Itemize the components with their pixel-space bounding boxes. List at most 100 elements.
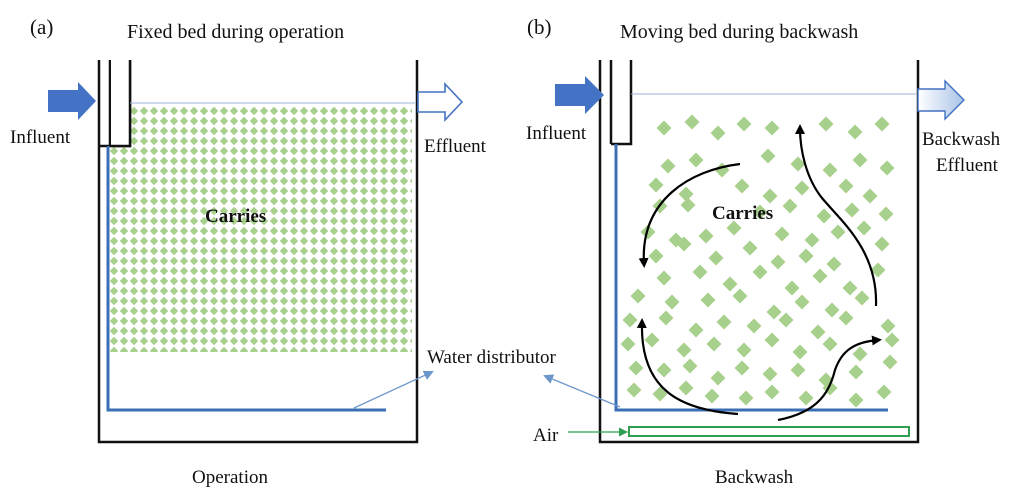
carrier-particle: [658, 310, 674, 326]
carrier-particle: [764, 332, 780, 348]
carrier-particle: [676, 342, 692, 358]
carrier-particle: [876, 384, 892, 400]
carrier-particle: [852, 346, 868, 362]
carrier-particle: [770, 254, 786, 270]
effluent-label-a: Effluent: [424, 136, 487, 157]
carrier-particle: [678, 186, 694, 202]
carrier-particle: [847, 124, 863, 140]
carrier-particle: [678, 380, 694, 396]
carrier-particle: [692, 264, 708, 280]
distributor-leader-b: [543, 374, 621, 408]
carrier-particle: [682, 358, 698, 374]
carrier-particle: [762, 366, 778, 382]
carrier-particle: [628, 360, 644, 376]
carrier-particle: [742, 240, 758, 256]
carrier-particle: [652, 386, 668, 402]
carrier-particle: [722, 276, 738, 292]
carrier-particle: [726, 220, 742, 236]
carrier-particle: [848, 364, 864, 380]
water-distributor-b: [614, 144, 888, 412]
panel-a-tag: (a): [30, 15, 53, 39]
air-pipe: [628, 426, 910, 437]
carrier-particle: [700, 292, 716, 308]
carrier-particle: [676, 236, 692, 252]
carrier-particle: [738, 390, 754, 406]
carrier-particle: [790, 362, 806, 378]
water-distributor-callout: Water distributor: [353, 347, 621, 409]
carrier-particle: [644, 332, 660, 348]
carrier-particle: [688, 152, 704, 168]
baffle-a-fill: [111, 60, 129, 145]
carriers-label-b: Carries: [712, 203, 773, 224]
carrier-particle: [626, 382, 642, 398]
carrier-particle: [782, 198, 798, 214]
carrier-particle: [734, 360, 750, 376]
carrier-particle: [810, 324, 826, 340]
carrier-particle: [856, 220, 872, 236]
carrier-particle: [798, 248, 814, 264]
flow-arrow-bottom-left: [636, 318, 739, 416]
carrier-particle: [852, 152, 868, 168]
carrier-particle: [842, 280, 858, 296]
water-distributor-label: Water distributor: [427, 347, 556, 368]
carrier-particle: [874, 116, 890, 132]
influent-label-a: Influent: [10, 127, 71, 148]
carrier-particle: [648, 177, 664, 193]
flow-arrow-bottom-right: [777, 335, 882, 422]
carrier-particle: [794, 294, 810, 310]
carrier-particle: [879, 160, 895, 176]
carrier-particle: [684, 114, 700, 130]
flow-arrow-right-up: [795, 124, 878, 307]
carrier-particle: [664, 294, 680, 310]
effluent-arrow-a: [417, 81, 464, 123]
carrier-particle: [882, 354, 898, 370]
influent-arrow-a: [48, 82, 96, 120]
influent-arrow-b: [555, 76, 604, 114]
distributor-leader-a: [353, 370, 434, 409]
carrier-particle: [854, 290, 870, 306]
carrier-particle: [822, 336, 838, 352]
backwash-effluent-label-line1: Backwash: [922, 129, 1001, 150]
carrier-particle: [622, 312, 638, 328]
carrier-particle: [784, 280, 800, 296]
carrier-particle: [764, 384, 780, 400]
panel-b-title: Moving bed during backwash: [620, 21, 858, 43]
carrier-particle: [706, 336, 722, 352]
carrier-particle: [818, 116, 834, 132]
carrier-particle: [708, 250, 724, 266]
carrier-particle: [734, 178, 750, 194]
carrier-particle: [716, 314, 732, 330]
carrier-particle: [804, 232, 820, 248]
carrier-particle: [792, 344, 808, 360]
carrier-particle: [822, 162, 838, 178]
panel-b: (b) Moving bed during backwash Air Influ…: [526, 15, 1001, 488]
carrier-particle: [656, 270, 672, 286]
carrier-particle: [656, 120, 672, 136]
carrier-particle: [848, 392, 864, 408]
carrier-particle: [764, 120, 780, 136]
carrier-particle: [816, 208, 832, 224]
panel-a-caption: Operation: [192, 467, 268, 488]
carrier-particle: [648, 248, 664, 264]
carrier-particle: [736, 342, 752, 358]
carrier-particle: [746, 318, 762, 334]
water-distributor-a: [106, 146, 386, 412]
carrier-particle: [704, 388, 720, 404]
carrier-particle: [794, 180, 810, 196]
carrier-particle: [830, 224, 846, 240]
carrier-particle: [824, 302, 840, 318]
carrier-particle: [752, 264, 768, 280]
carrier-particle: [714, 162, 730, 178]
carrier-particle: [790, 156, 806, 172]
backwash-effluent-label-line2: Effluent: [936, 155, 999, 176]
carrier-particle: [660, 158, 676, 174]
carrier-particle: [688, 322, 704, 338]
carrier-particle: [710, 125, 726, 141]
tank-b-wall: [598, 60, 920, 444]
baffle-a-edge: [111, 60, 132, 148]
influent-label-b: Influent: [526, 123, 587, 144]
carrier-particle: [874, 236, 890, 252]
flow-arrow-top-left: [638, 162, 741, 268]
carriers-label-a: Carries: [205, 206, 266, 227]
